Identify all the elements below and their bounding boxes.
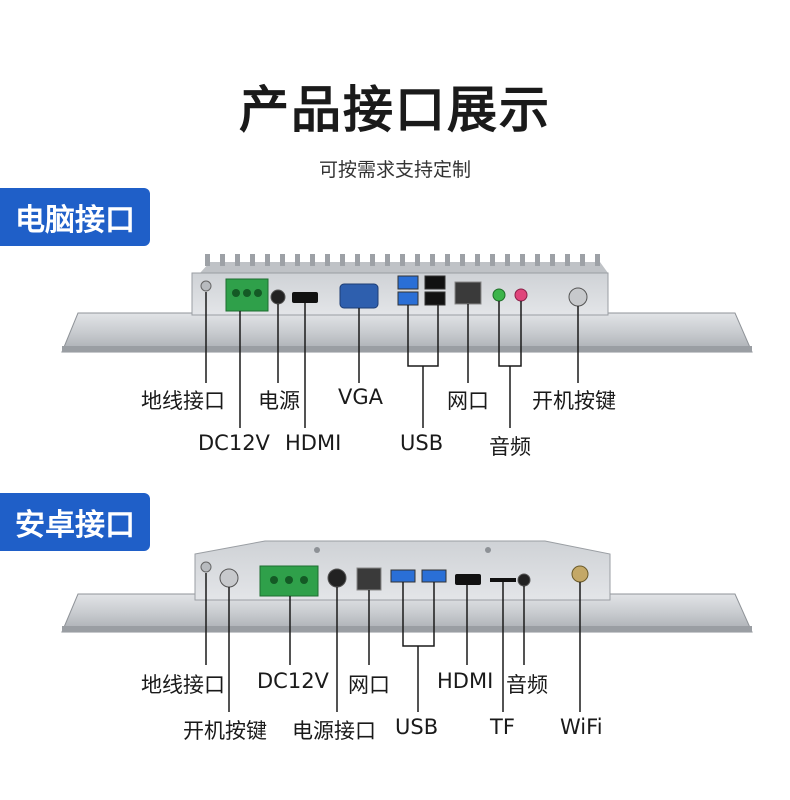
pc-callout-lines [205,292,579,428]
android-label-audio: 音频 [506,673,548,697]
android-usb-port-1 [390,569,416,583]
android-label-power-port: 电源接口 [292,719,376,743]
android-power-jack [327,568,347,588]
android-label-tf: TF [490,715,515,739]
page-title: 产品接口展示 [239,81,551,139]
pc-usb-ports [397,275,446,306]
android-lan-port [356,567,382,591]
page-subtitle: 可按需求支持定制 [318,159,471,181]
android-label-usb: USB [395,715,439,739]
android-wifi-antenna [571,565,589,583]
pc-label-hdmi: HDMI [285,431,342,455]
pc-dc-terminal [225,278,269,312]
pc-label-lan: 网口 [447,389,489,413]
android-audio-jack [517,573,531,587]
section-tab-pc: 电脑接口 [0,188,150,246]
pc-label-usb: USB [400,431,444,455]
android-power-button [219,568,239,588]
pc-label-audio: 音频 [489,435,531,459]
android-ground-screw [200,561,212,573]
android-label-hdmi: HDMI [437,669,494,693]
pc-label-power: 电源 [258,389,300,413]
pc-label-power-button: 开机按键 [532,389,616,413]
android-usb-port-2 [421,569,447,583]
section-tab-android: 安卓接口 [0,493,150,551]
android-hdmi-port [455,574,481,585]
pc-ground-screw [200,280,212,292]
pc-label-dc: DC12V [198,431,270,455]
android-label-dc: DC12V [257,669,329,693]
android-label-wifi: WiFi [560,715,603,739]
android-label-power-button: 开机按键 [183,719,267,743]
android-label-lan: 网口 [348,673,390,697]
android-label-ground: 地线接口 [141,673,225,697]
android-callout-lines [205,573,581,712]
pc-label-vga: VGA [338,385,384,409]
pc-label-ground: 地线接口 [141,389,225,413]
pc-heatsink-fins [200,254,608,273]
android-tf-slot [490,578,516,582]
pc-hdmi-port [292,292,318,303]
android-dc-terminal [259,565,319,597]
